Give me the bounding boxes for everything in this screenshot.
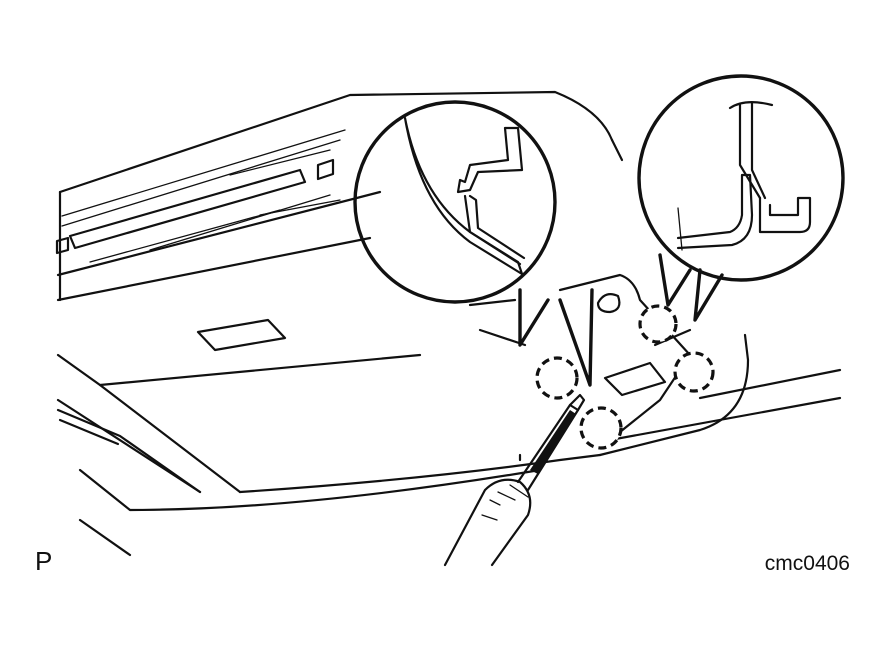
clip-marker (535, 356, 579, 400)
clip-marker (638, 304, 678, 344)
screwdriver-icon (443, 393, 586, 567)
left-detail-callout (353, 100, 594, 387)
figure-code-label: cmc0406 (764, 552, 850, 575)
right-detail-callout (637, 74, 845, 322)
clip-marker (673, 351, 715, 393)
clip-markers (535, 304, 715, 450)
view-marker-label: P (35, 546, 53, 576)
overhead-console-body (55, 90, 842, 557)
clip-marker (579, 406, 623, 450)
